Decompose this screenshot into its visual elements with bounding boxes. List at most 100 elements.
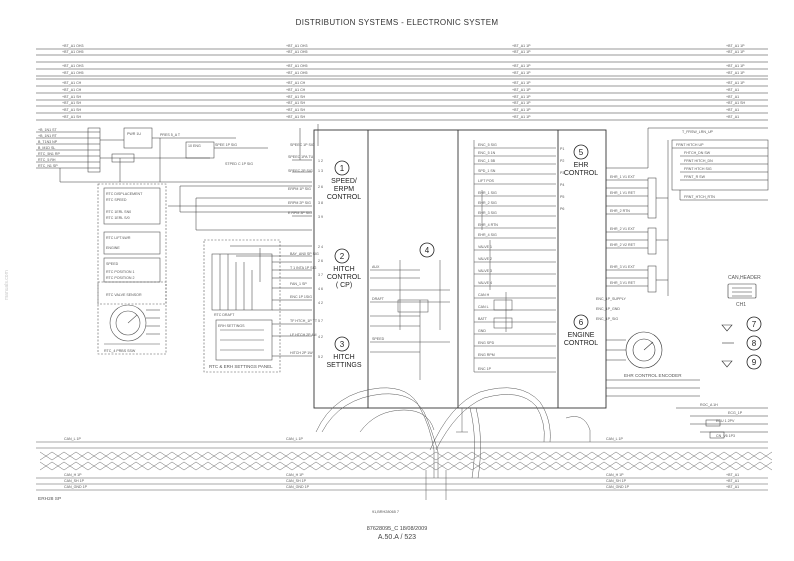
section-9-number: 9 — [752, 358, 757, 367]
svg-text:CAN_SH 1P: CAN_SH 1P — [606, 479, 627, 483]
svg-text:4 2: 4 2 — [318, 335, 323, 339]
svg-text:ERPM 1P SIG: ERPM 1P SIG — [288, 187, 311, 191]
svg-text:+BT_A1 OH5: +BT_A1 OH5 — [286, 71, 307, 75]
svg-text:+BT_A1 1P: +BT_A1 1P — [512, 71, 531, 75]
svg-text:+BT_A1 OH5: +BT_A1 OH5 — [62, 50, 83, 54]
svg-text:ENC_1 5B: ENC_1 5B — [478, 159, 496, 163]
svg-text:RTC_5N1 RP: RTC_5N1 RP — [38, 152, 61, 156]
svg-text:ENC 1P 1SIG: ENC 1P 1SIG — [290, 295, 312, 299]
can-connector — [727, 283, 757, 299]
document-reference: 87628095_C 18/08/2009 — [366, 526, 428, 532]
ehr-output-wiring — [606, 127, 769, 296]
svg-text:EHR_2 V2 RET: EHR_2 V2 RET — [610, 243, 636, 247]
svg-text:ENC_5 SIG: ENC_5 SIG — [478, 143, 497, 147]
svg-text:5 7: 5 7 — [318, 319, 323, 323]
section-3-title-line: SETTINGS — [326, 362, 361, 369]
section-3-title-line: HITCH — [333, 354, 354, 361]
svg-text:RTC LIFT/LWR: RTC LIFT/LWR — [106, 236, 131, 240]
svg-text:5 2: 5 2 — [318, 355, 323, 359]
svg-text:CAN_L 1P: CAN_L 1P — [64, 437, 81, 441]
section-5-title-line: EHR — [574, 162, 589, 169]
svg-text:TF HTCH_1P TT: TF HTCH_1P TT — [290, 319, 318, 323]
section-4-number: 4 — [425, 246, 430, 255]
svg-text:VALVE 3: VALVE 3 — [478, 269, 492, 273]
svg-text:EHR_2 RTN: EHR_2 RTN — [610, 209, 630, 213]
section-4-circle — [419, 242, 435, 258]
svg-text:+BT_A1 1P: +BT_A1 1P — [512, 81, 531, 85]
left-control-lower — [97, 281, 167, 355]
svg-text:+BT_A1: +BT_A1 — [726, 88, 739, 92]
svg-text:+BT_A1 SH: +BT_A1 SH — [286, 95, 305, 99]
svg-text:ERPM 2P SIG: ERPM 2P SIG — [288, 201, 311, 205]
svg-text:ECG_1P: ECG_1P — [728, 411, 743, 415]
svg-text:LIFT POS: LIFT POS — [478, 179, 495, 183]
settings-panel-title: RTC & ERH SETTINGS PANEL — [209, 364, 273, 369]
section-5-number: 5 — [579, 148, 584, 157]
section-1-title-line: CONTROL — [327, 194, 361, 201]
svg-text:FRNT_R SW: FRNT_R SW — [684, 175, 706, 179]
svg-text:+BT_A1 1P: +BT_A1 1P — [726, 71, 745, 75]
svg-text:SPEEC 1P SIG: SPEEC 1P SIG — [290, 143, 315, 147]
svg-text:+BT_A1: +BT_A1 — [726, 95, 739, 99]
section-1-title-line: SPEED/ — [331, 178, 357, 185]
settings-panel-frame — [203, 239, 281, 373]
svg-text:+BT_A1 OH5: +BT_A1 OH5 — [286, 64, 307, 68]
svg-text:B_M1D SL: B_M1D SL — [38, 146, 55, 150]
svg-text:+BT_A1 CH: +BT_A1 CH — [286, 88, 306, 92]
section-6-title-line: CONTROL — [564, 340, 598, 347]
svg-text:+BT_A1 CH: +BT_A1 CH — [286, 81, 306, 85]
section-9-circle — [746, 354, 762, 370]
svg-text:RTC_4 PRBS SSW: RTC_4 PRBS SSW — [104, 349, 136, 353]
section-1-circle — [334, 160, 350, 176]
svg-text:CAN_L 1P: CAN_L 1P — [606, 437, 623, 441]
svg-text:ENG SPD: ENG SPD — [478, 341, 495, 345]
lower-harness-labels: CAN_L 1P CAN_L 1P CAN_L 1P CAN_H 1P CAN_H 1… — [64, 437, 739, 489]
svg-text:+BT_A1 SH: +BT_A1 SH — [62, 101, 81, 105]
svg-text:PRES 5_A T: PRES 5_A T — [160, 133, 181, 137]
svg-text:+BT_A1 OH3: +BT_A1 OH3 — [286, 44, 307, 48]
svg-text:AUX: AUX — [372, 265, 380, 269]
svg-text:FAN_1 SP: FAN_1 SP — [290, 282, 307, 286]
svg-text:ENG RPM: ENG RPM — [478, 353, 495, 357]
section-3-circle — [334, 336, 350, 352]
can-connector-id: CH1 — [736, 302, 746, 308]
svg-text:ENC_1P_SUPPLY: ENC_1P_SUPPLY — [596, 297, 626, 301]
svg-text:+BT_A1: +BT_A1 — [726, 115, 739, 119]
svg-text:+BT_A1 1P: +BT_A1 1P — [726, 81, 745, 85]
svg-text:P1: P1 — [560, 147, 564, 151]
svg-text:EHR_4 SIG: EHR_4 SIG — [478, 233, 497, 237]
svg-text:P2: P2 — [560, 159, 564, 163]
svg-text:RTC 1ERL S/0: RTC 1ERL S/0 — [106, 216, 130, 220]
svg-text:FRNT HITCH UP: FRNT HITCH UP — [676, 143, 704, 147]
svg-text:GND: GND — [478, 329, 486, 333]
svg-text:+BT_A1 1P: +BT_A1 1P — [512, 115, 531, 119]
svg-text:CAN_H 1P: CAN_H 1P — [606, 473, 624, 477]
svg-text:+BT_A1 SH: +BT_A1 SH — [62, 108, 81, 112]
section-5-title-line: CONTROL — [564, 170, 598, 177]
left-control-panel — [97, 183, 167, 305]
svg-text:ENC_5 1N: ENC_5 1N — [478, 151, 496, 155]
section-2-number: 2 — [340, 252, 345, 261]
svg-text:FRNT HTCH SIG: FRNT HTCH SIG — [684, 167, 712, 171]
svg-text:CAN_SH 1P: CAN_SH 1P — [286, 479, 307, 483]
svg-text:CAN_H 1P: CAN_H 1P — [286, 473, 304, 477]
svg-text:+BT_A1 SH: +BT_A1 SH — [62, 115, 81, 119]
legend-symbols — [721, 324, 734, 368]
svg-text:+B_1N1 ST: +B_1N1 ST — [38, 128, 57, 132]
svg-text:B_T1N3 NP: B_T1N3 NP — [38, 140, 58, 144]
svg-text:+BT_A1 OH5: +BT_A1 OH5 — [286, 50, 307, 54]
svg-text:RTC VALVE SENSOR: RTC VALVE SENSOR — [106, 293, 142, 297]
svg-text:T 1 INTA 1P SIG: T 1 INTA 1P SIG — [290, 266, 317, 270]
svg-text:EHR_1 V1 RET: EHR_1 V1 RET — [610, 191, 636, 195]
svg-text:CAN_L 1P: CAN_L 1P — [286, 437, 303, 441]
svg-text:EHR_2 SIG: EHR_2 SIG — [478, 201, 497, 205]
svg-text:ECU 1 2PV: ECU 1 2PV — [716, 419, 735, 423]
section-3-number: 3 — [340, 340, 345, 349]
section-6-title-line: ENGINE — [568, 332, 595, 339]
svg-text:3 8: 3 8 — [318, 201, 323, 205]
svg-text:EHR_1 SIG: EHR_1 SIG — [478, 191, 497, 195]
